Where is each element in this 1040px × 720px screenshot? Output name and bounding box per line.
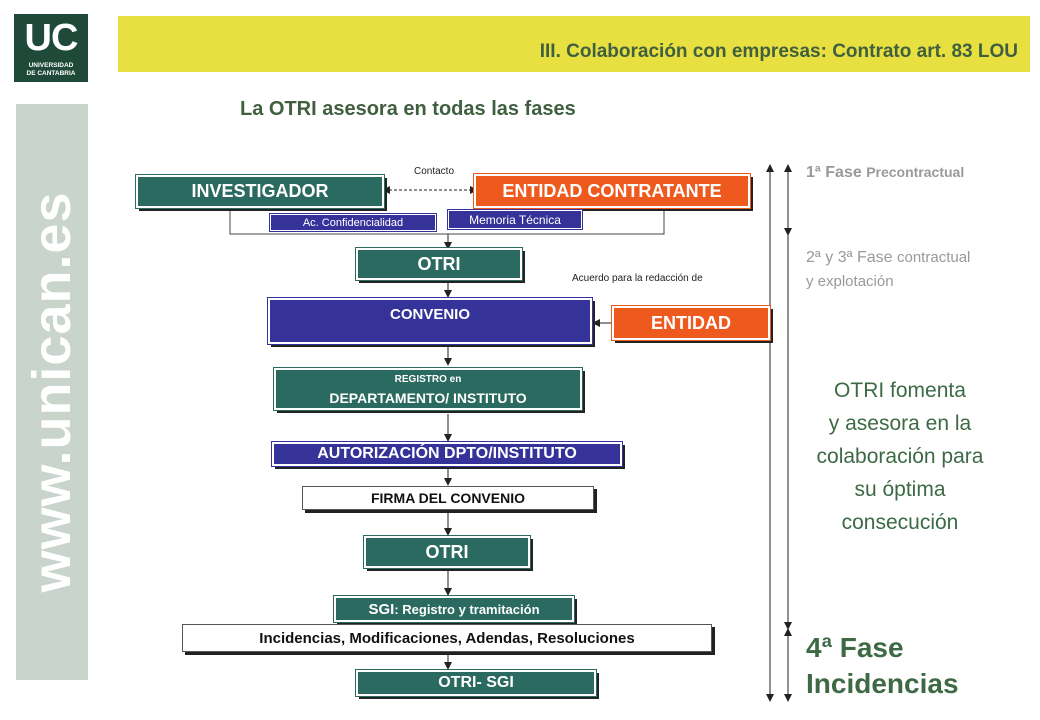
phase1-label: 1ª Fase Precontractual <box>806 164 964 182</box>
registro-line-1: REGISTRO en <box>394 374 462 385</box>
side-banner: www.unican.es <box>16 104 88 680</box>
phase23-line2: y explotación <box>806 273 894 290</box>
convenio-box[interactable]: CONVENIO <box>267 297 593 345</box>
acuerdo-label: Acuerdo para la redacción de <box>572 273 703 284</box>
otri-box-1[interactable]: OTRI <box>355 247 523 281</box>
memoria-tecnica-tag[interactable]: Memoria Técnica <box>447 209 583 230</box>
registro-box[interactable]: REGISTRO en DEPARTAMENTO/ INSTITUTO <box>273 367 583 411</box>
otri-sgi-box[interactable]: OTRI- SGI <box>355 669 597 697</box>
sgi-box[interactable]: SGI: Registro y tramitación <box>333 595 575 623</box>
phase23-label: 2ª y 3ª Fase contractual y explotación <box>806 246 970 294</box>
otri-promo-text: OTRI fomenta y asesora en la colaboració… <box>800 374 1000 539</box>
logo-mark: UC <box>24 17 79 59</box>
sgi-description: : Registro y tramitación <box>394 601 540 617</box>
incidencias-box[interactable]: Incidencias, Modificaciones, Adendas, Re… <box>182 624 712 652</box>
phase23-text: contractual <box>897 249 971 266</box>
promo-line-5: consecución <box>841 511 959 534</box>
phase4-label: 4ª Fase Incidencias <box>806 630 959 702</box>
header-band: III. Colaboración con empresas: Contrato… <box>118 16 1030 72</box>
logo-subtitle: UNIVERSIDAD DE CANTABRIA <box>14 62 88 78</box>
ac-confidencialidad-tag[interactable]: Ac. Confidencialidad <box>269 213 437 232</box>
top-bracket <box>229 208 665 235</box>
otri-box-2[interactable]: OTRI <box>363 535 531 569</box>
contacto-label: Contacto <box>414 166 455 177</box>
entidad-box[interactable]: ENTIDAD <box>611 305 771 341</box>
phase1-number: 1ª Fase <box>806 164 862 181</box>
sgi-label: SGI <box>368 600 395 618</box>
slide-subtitle: La OTRI asesora en todas las fases <box>240 98 576 120</box>
university-logo[interactable]: UC UNIVERSIDAD DE CANTABRIA <box>14 14 88 82</box>
firma-box[interactable]: FIRMA DEL CONVENIO <box>302 486 594 510</box>
phase23-number: 2ª y 3ª Fase <box>806 249 893 266</box>
phase4-line-1: 4ª Fase <box>806 632 904 663</box>
autorizacion-box[interactable]: AUTORIZACIÓN DPTO/INSTITUTO <box>271 441 623 467</box>
promo-line-3: colaboración para <box>816 445 984 468</box>
registro-line-2: DEPARTAMENTO/ INSTITUTO <box>329 390 527 406</box>
logo-line-1: UNIVERSIDAD <box>28 62 74 69</box>
investigador-box[interactable]: INVESTIGADOR <box>135 174 385 209</box>
phase4-line-2: Incidencias <box>806 668 959 699</box>
entidad-contratante-box[interactable]: ENTIDAD CONTRATANTE <box>473 173 751 209</box>
promo-line-4: su óptima <box>854 478 946 501</box>
phase1-text: Precontractual <box>866 164 965 180</box>
promo-line-2: y asesora en la <box>828 412 972 435</box>
promo-line-1: OTRI fomenta <box>834 379 966 402</box>
logo-line-2: DE CANTABRIA <box>26 70 76 77</box>
page-title: III. Colaboración con empresas: Contrato… <box>539 41 1018 62</box>
